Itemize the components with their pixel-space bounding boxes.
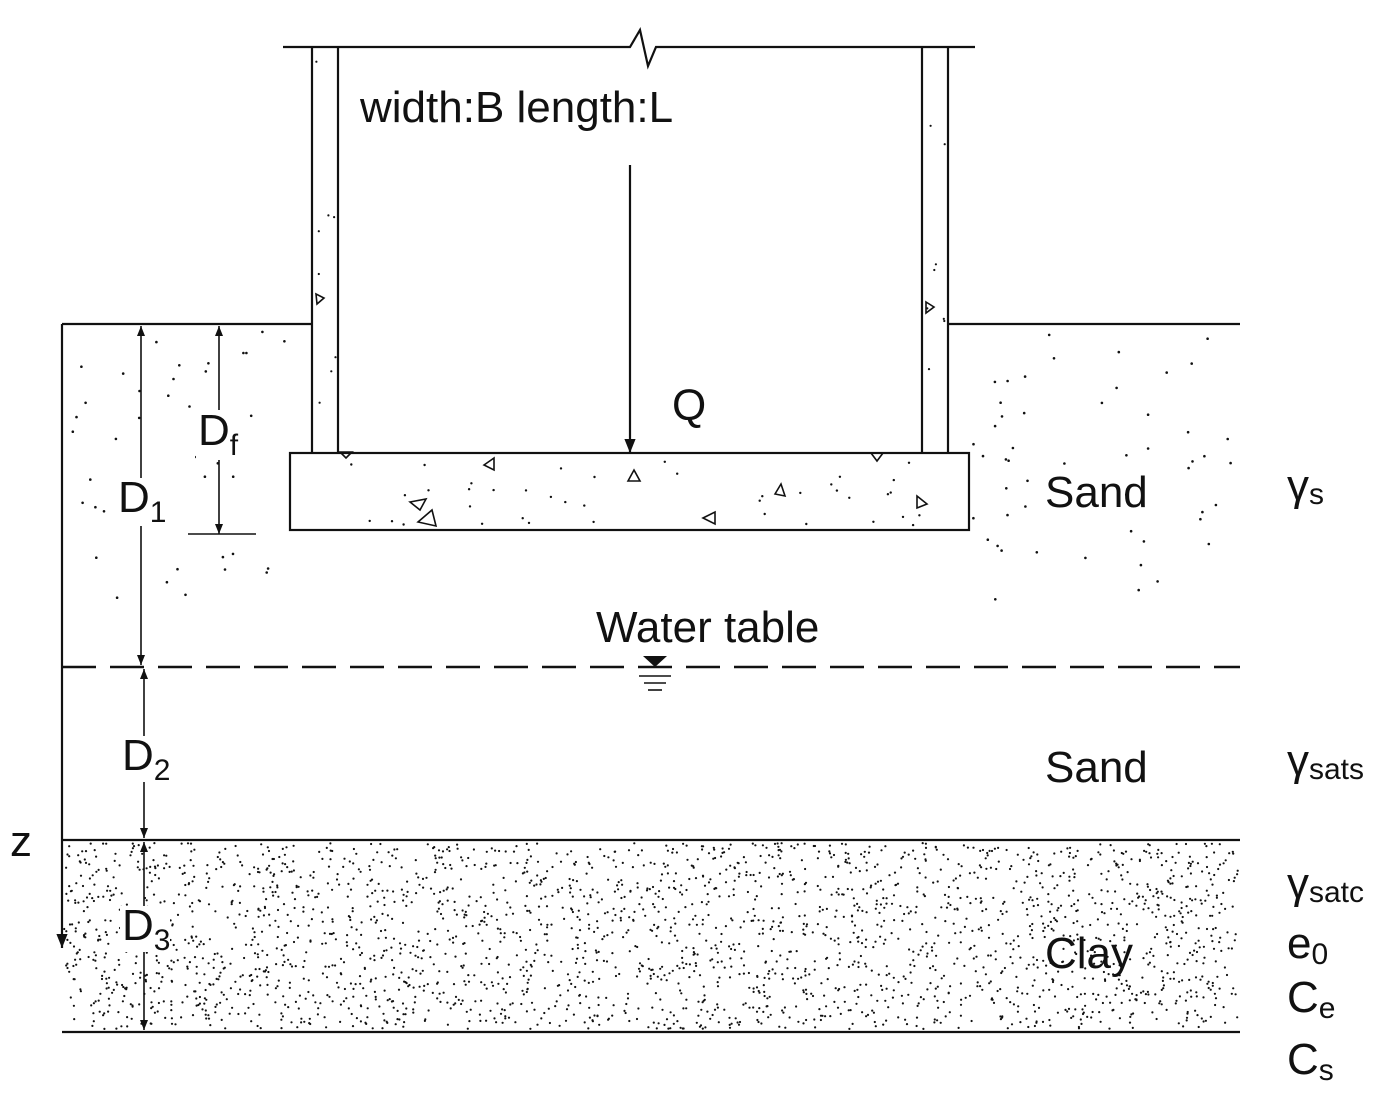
- d1-label: D1: [118, 473, 166, 529]
- d3-label: D3: [122, 901, 170, 957]
- param-gamma-satc: γsatc: [1287, 859, 1364, 909]
- concrete-texture: [315, 60, 946, 527]
- param-ce: Ce: [1287, 973, 1335, 1025]
- footing: [288, 451, 971, 532]
- load-label: Q: [672, 381, 706, 430]
- z-axis-label: z: [10, 817, 32, 866]
- d2-label: D2: [122, 731, 170, 787]
- water-table-symbol: [639, 656, 671, 691]
- param-cs: Cs: [1287, 1035, 1334, 1087]
- column: [283, 27, 975, 453]
- layer-3-name: Clay: [1045, 929, 1133, 978]
- water-table-label: Water table: [596, 603, 819, 652]
- layer-2-name: Sand: [1045, 743, 1148, 792]
- param-e0: e0: [1287, 919, 1328, 971]
- footing-dimensions-label: width:B length:L: [359, 83, 673, 132]
- sand-texture: [71, 330, 1232, 601]
- df-label: Df: [198, 406, 239, 462]
- layer-1-name: Sand: [1045, 468, 1148, 517]
- param-gamma-s: γs: [1287, 461, 1324, 511]
- param-gamma-sats: γsats: [1287, 736, 1364, 786]
